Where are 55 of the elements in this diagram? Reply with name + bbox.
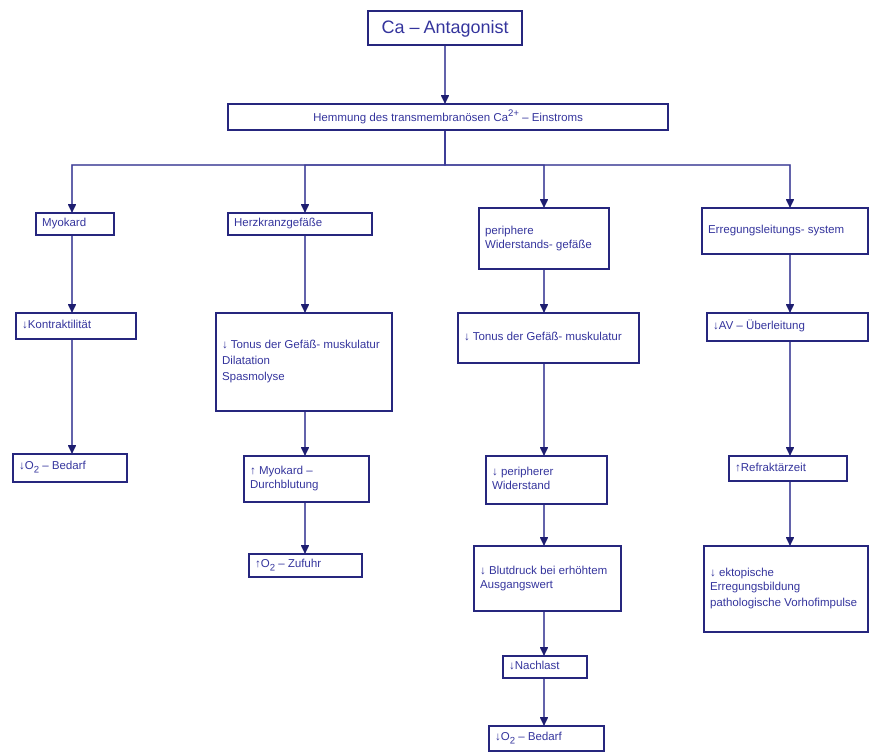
box-text: ↓Nachlast [509, 660, 560, 674]
box-text: ↓ Tonus der Gefäß- muskulatur [222, 339, 381, 354]
box-text: ↑ Myokard – Durchblutung [250, 465, 320, 493]
process-box [35, 212, 115, 236]
arrow [300, 412, 310, 456]
process-box [227, 103, 669, 131]
arrow [540, 679, 548, 726]
arrow [540, 270, 548, 312]
process-box [215, 312, 393, 412]
process-box [457, 312, 640, 364]
arrow [300, 236, 310, 312]
process-box [502, 655, 588, 679]
process-box [488, 725, 605, 752]
box-text: Spasmolyse [222, 370, 286, 385]
process-box [12, 453, 128, 483]
box-text: ↑O$_{2}$ – Zufuhr [255, 558, 322, 574]
arrow [540, 505, 548, 546]
box-text: ↓AV – Überleitung [713, 320, 806, 334]
process-box [473, 545, 622, 612]
arrow [440, 46, 450, 104]
process-box [706, 312, 869, 342]
process-box [15, 312, 137, 340]
process-box [478, 207, 610, 270]
arrow [68, 340, 76, 454]
process-box [227, 212, 373, 236]
box-text: ↓O$_{2}$ – Bedarf [495, 730, 563, 746]
process-box [728, 455, 848, 482]
box-text: pathologische Vorhofimpulse [710, 596, 858, 611]
process-box [367, 10, 523, 46]
box-text: periphere Widerstands- gefäße [485, 224, 593, 252]
arrow [444, 131, 794, 208]
process-box [485, 455, 608, 505]
box-text: ↓ Blutdruck bei erhöhtem Ausgangswert [480, 564, 608, 592]
box-text: Herzkranzgefäße [234, 217, 324, 231]
box-text: Hemmung des transmembranösen Ca$^{2+}$ – Einstroms [313, 108, 583, 126]
process-box [701, 207, 869, 255]
box-text: ↑Refraktärzeit [735, 462, 807, 476]
title-text: Ca – Antagonist [381, 17, 509, 39]
process-box [243, 455, 370, 503]
arrow [68, 236, 76, 312]
arrow [300, 503, 310, 554]
box-text: ↓O$_{2}$ – Bedarf [19, 460, 87, 476]
arrow [540, 364, 548, 456]
arrow [786, 342, 794, 456]
box-text: Erregungsleitungs- system [708, 224, 846, 238]
box-text: Myokard [42, 217, 88, 231]
process-box [703, 545, 869, 633]
arrow [786, 255, 794, 312]
box-text: ↓ peripherer Widerstand [492, 466, 554, 494]
arrow [786, 482, 794, 546]
arrow [540, 612, 548, 656]
box-text: ↓Kontraktilität [22, 319, 92, 333]
box-text: ↓ Tonus der Gefäß- muskulatur [464, 331, 623, 345]
process-box [248, 553, 363, 578]
box-text: Dilatation [222, 355, 271, 369]
